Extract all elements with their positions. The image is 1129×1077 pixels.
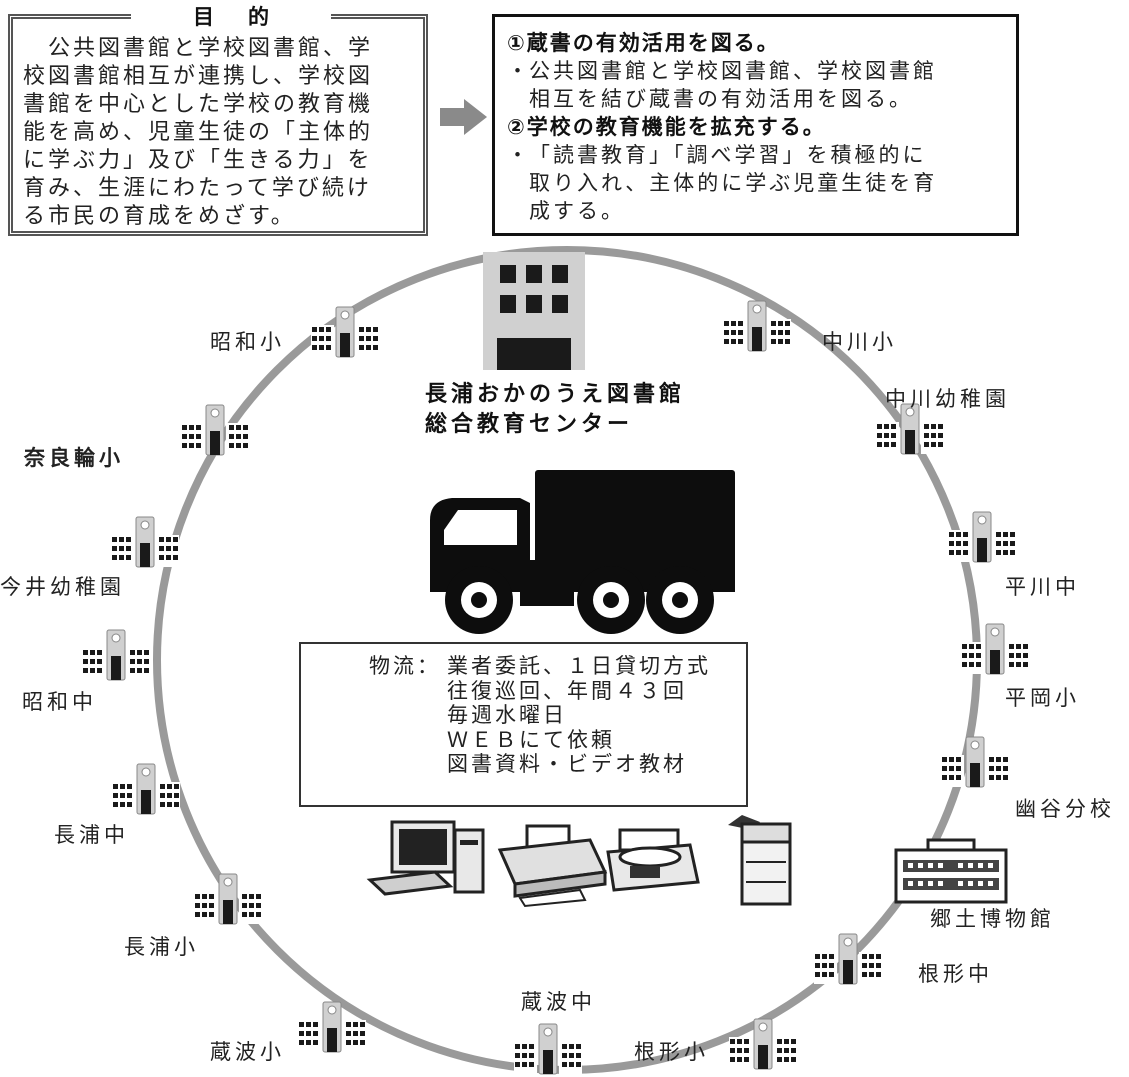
facility-label-showa-sho: 昭和小	[210, 330, 285, 354]
facility-label-narawa-sho: 奈良輪小	[24, 446, 124, 470]
facility-label-nakagawa-sho: 中川小	[822, 330, 897, 354]
computer-icon	[366, 820, 485, 896]
goal-title: ②学校の教育機能を拡充する。	[507, 115, 826, 139]
school-building-icon-showa-sho	[310, 306, 380, 358]
facility-label-imai-yochien: 今井幼稚園	[0, 575, 125, 599]
purpose-box: 目的 公共図書館と学校図書館、学 校図書館相互が連携し、学校図 書館を中心とした…	[8, 5, 428, 236]
purpose-line: る市民の育成をめざす。	[23, 204, 296, 229]
right-arrow-icon	[440, 99, 487, 135]
logistics-line: 毎週水曜日	[447, 703, 567, 727]
logistics-prefix: 物流：	[369, 654, 441, 678]
delivery-truck-icon	[430, 470, 735, 634]
school-building-icon-negata-chu	[813, 933, 883, 985]
school-building-icon-yuya-bunko	[940, 736, 1010, 788]
logistics-line: 図書資料・ビデオ教材	[447, 752, 687, 776]
facility-label-showa-chu: 昭和中	[22, 690, 97, 714]
logistics-line: 往復巡回、年間４３回	[447, 678, 687, 703]
school-building-icon-hiraoka-sho	[960, 623, 1030, 675]
purpose-line: 公共図書館と学校図書館、学	[23, 36, 374, 61]
copier-icon	[728, 815, 792, 906]
facility-label-kurami-chu: 蔵波中	[521, 990, 596, 1014]
facility-label-kurami-sho: 蔵波小	[210, 1040, 285, 1064]
purpose-line: に学ぶ力」及び「生きる力」を	[23, 148, 373, 173]
facility-label-nakagawa-yochien: 中川幼稚園	[885, 387, 1010, 411]
purpose-line: 能を高め、児童生徒の「主体的	[23, 120, 374, 145]
purpose-heading: 目的	[131, 5, 331, 29]
school-building-icon-nakagawa-yochien	[875, 403, 945, 455]
school-building-icon-kurami-chu	[513, 1023, 583, 1075]
purpose-line: 育み、生涯にわたって学び続け	[23, 176, 372, 201]
library-building-icon	[483, 252, 585, 370]
goals-box: ①蔵書の有効活用を図る。 ・ 公共図書館と学校図書館、学校図書館相互を結び蔵書の…	[492, 14, 1019, 236]
purpose-line: 校図書館相互が連携し、学校図	[23, 64, 374, 89]
school-building-icon-nagaura-sho	[193, 873, 263, 925]
logistics-line: 業者委託、１日貸切方式	[447, 654, 711, 678]
school-building-icon-hirakawa-chu	[947, 511, 1017, 563]
facility-label-negata-sho: 根形小	[634, 1040, 709, 1064]
goal-bullet: ・ 公共図書館と学校図書館、学校図書館相互を結び蔵書の有効活用を図る。	[507, 59, 937, 111]
facility-label-yuya-bunko: 幽谷分校	[1015, 797, 1115, 821]
goal-title: ①蔵書の有効活用を図る。	[507, 31, 780, 55]
logistics-line: ＷＥＢにて依頼	[447, 727, 615, 752]
library-center-title: 長浦おかのうえ図書館 総合教育センター	[425, 382, 686, 437]
facility-label-hiraoka-sho: 平岡小	[1005, 686, 1080, 710]
fax-machine-icon	[606, 828, 700, 892]
purpose-line: 書館を中心とした学校の教育機	[23, 92, 374, 117]
facility-label-nagaura-sho: 長浦小	[124, 935, 199, 959]
facility-label-hirakawa-chu: 平川中	[1005, 575, 1080, 599]
school-building-icon-negata-sho	[728, 1018, 798, 1070]
purpose-text: 公共図書館と学校図書館、学 校図書館相互が連携し、学校図 書館を中心とした学校の…	[23, 35, 417, 231]
facility-label-nagaura-chu: 長浦中	[54, 823, 129, 847]
printer-icon	[497, 824, 608, 908]
logistics-info-box: 物流：業者委託、１日貸切方式 往復巡回、年間４３回 毎週水曜日 ＷＥＢにて依頼 …	[299, 642, 748, 807]
school-building-icon-showa-chu	[81, 629, 151, 681]
facility-label-negata-chu: 根形中	[918, 962, 993, 986]
museum-building-icon	[894, 838, 1008, 904]
school-building-icon-imai-yochien	[110, 516, 180, 568]
facility-label-kyodo-hakubutsukan: 郷土博物館	[930, 907, 1055, 931]
goal-bullet: ・ 「読書教育」「調べ学習」を積極的に取り入れ、主体的に学ぶ児童生徒を育成する。	[507, 143, 938, 223]
